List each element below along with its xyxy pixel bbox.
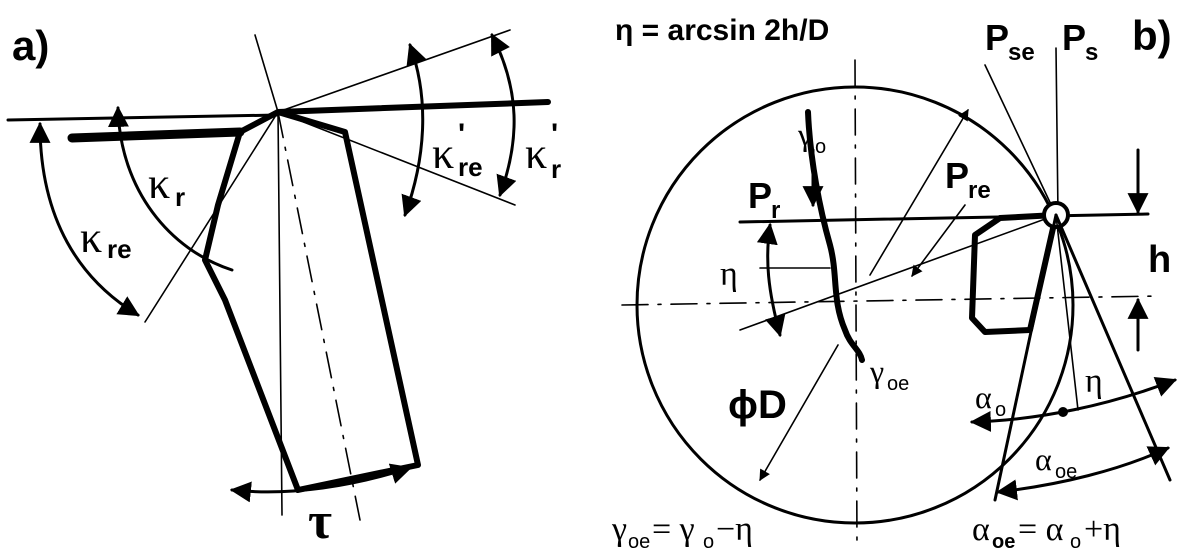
kappa-re-subscript: re (107, 234, 132, 264)
h-label: h (1148, 239, 1171, 281)
alpha-eq-rhs: +η (1084, 511, 1121, 548)
eta-formula: η = arcsin 2h/D (615, 14, 829, 47)
p-s-plane-line (1055, 47, 1059, 216)
alpha-o-subscript: o (995, 399, 1006, 421)
eta-right-label: η (1085, 363, 1103, 400)
gamma-eq-lhs-sub: oe (628, 531, 650, 553)
gamma-eq-rhs: −η (716, 511, 753, 548)
gamma-eq-mid: = γ (652, 511, 695, 548)
diameter-label: ϕD (728, 383, 787, 427)
tau-symbol: τ (308, 493, 332, 550)
alpha-oe-subscript: oe (1055, 461, 1077, 483)
kappa-re-minor-arc (401, 43, 427, 217)
eta-left-arc (756, 222, 786, 338)
kappa-r-arc (107, 105, 234, 272)
gamma-o-symbol: γ (797, 116, 812, 152)
p-se-plane-line (984, 64, 1057, 216)
eta-left-label: η (720, 256, 738, 293)
alpha-oe-symbol: α (1035, 441, 1052, 477)
diameter-arrow-upper (869, 109, 969, 276)
p-re-plane-line (739, 214, 1057, 331)
kappa-re-symbol: κ (80, 213, 102, 262)
flank-line-right (1054, 213, 1172, 482)
kappa-r-subscript: r (175, 182, 185, 212)
kappa-r-minor-arc (490, 33, 517, 197)
gamma-oe-subscript: oe (887, 373, 909, 395)
tool-centerline (277, 111, 361, 521)
kappa-re-minor-subscript: re (458, 152, 483, 182)
alpha-o-arc (969, 376, 1177, 432)
p-s-label: P (1062, 17, 1086, 58)
gamma-oe-symbol: γ (869, 353, 884, 389)
tool-axis-top (254, 34, 279, 113)
minor-edge-reference-upper (277, 29, 511, 113)
gamma-eq-lhs: γ (611, 511, 627, 548)
p-s-subscript: s (1085, 39, 1098, 66)
workpiece-circle (635, 85, 1075, 525)
p-r-plane-line (738, 212, 1150, 224)
alpha-eq-lhs: α (972, 511, 990, 548)
cutting-edge-primary (67, 127, 245, 143)
alpha-eq-mid-sub: o (1070, 531, 1081, 553)
kappa-re-arc (29, 121, 140, 317)
tool-body (202, 109, 421, 493)
primary-edge-extension (144, 111, 279, 323)
gamma-o-subscript: o (815, 136, 826, 158)
tau-arc (229, 463, 413, 503)
vertical-centerline (854, 59, 858, 549)
p-re-subscript: re (968, 177, 991, 204)
p-r-label: P (748, 175, 772, 216)
reference-line-left (6, 113, 280, 122)
horizontal-centerline (621, 295, 1161, 306)
gamma-equation: γ oe = γ o −η (611, 511, 753, 553)
diameter-arrow-lower (759, 344, 839, 481)
kappa-r-minor-symbol: κ (525, 129, 547, 178)
alpha-vertex-dot (1058, 407, 1068, 417)
alpha-eq-lhs-sub: oe (992, 531, 1015, 553)
alpha-oe-arc (995, 446, 1170, 501)
panel-b: b) η = arcsin 2h/D (611, 12, 1177, 553)
panel-a-tag: a) (12, 22, 49, 69)
p-se-subscript: se (1008, 39, 1035, 66)
kappa-r-minor-mark: ' (551, 118, 558, 151)
panel-b-tag: b) (1132, 12, 1172, 59)
kappa-re-minor-mark: ' (458, 118, 465, 151)
alpha-equation: α oe = α o +η (972, 511, 1121, 553)
p-re-label: P (945, 155, 969, 196)
alpha-o-symbol: α (975, 379, 992, 415)
p-r-subscript: r (771, 197, 780, 224)
kappa-r-symbol: κ (148, 159, 170, 208)
gamma-eq-mid-sub: o (703, 531, 714, 553)
p-re-pointer (911, 204, 966, 277)
reference-line-right (275, 99, 551, 115)
kappa-r-minor-subscript: r (551, 154, 561, 184)
p-se-label: P (985, 17, 1009, 58)
kappa-re-minor-symbol: κ (432, 129, 454, 178)
minor-edge-reference-lower (277, 111, 516, 206)
panel-a: a) κ r κ re κ ' re κ ' r τ (6, 22, 561, 550)
alpha-eq-mid: = α (1018, 511, 1064, 548)
